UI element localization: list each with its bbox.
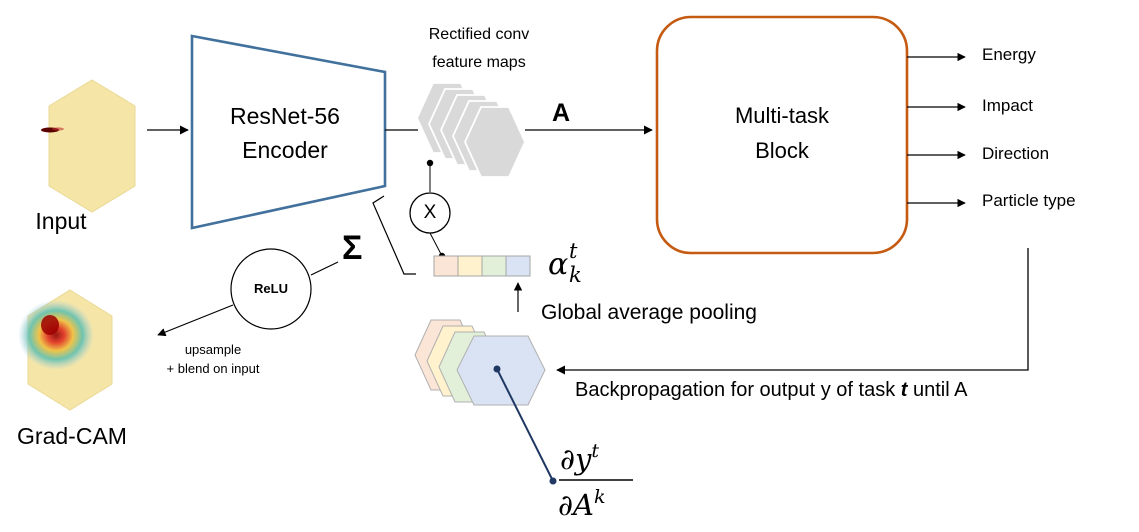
backprop-arrow [556, 248, 1029, 375]
gap-label: Global average pooling [541, 301, 757, 324]
upsample-arrow [157, 304, 234, 337]
alpha-sup: t [569, 239, 578, 263]
output-impact: Impact [982, 96, 1034, 115]
pooled-vector [433, 255, 531, 277]
backprop-prefix: Backpropagation for output y of task [575, 379, 901, 401]
alpha-sub: k [569, 263, 582, 287]
sum-relu-line [310, 261, 339, 276]
gradient-denominator: ∂Ak [558, 488, 605, 520]
feature-dot [426, 159, 434, 167]
feature-map-stack [416, 82, 526, 178]
encoder-block [190, 34, 387, 230]
upsample-label-line2: + blend on input [166, 361, 260, 376]
encoder-title-line2: Encoder [242, 137, 328, 163]
multitask-title-line1: Multi-task [734, 103, 830, 128]
output-direction: Direction [982, 144, 1050, 163]
gradcam-label: Grad-CAM [17, 423, 127, 449]
feature-maps-label-line1: Rectified conv [428, 26, 530, 43]
sum-symbol: Σ [342, 229, 363, 267]
backprop-task: t [900, 379, 908, 401]
input-hexagon [41, 79, 136, 213]
grad-den-base: ∂A [558, 488, 594, 522]
output-particle-type: Particle type [982, 191, 1076, 210]
backprop-suffix: until A [907, 379, 968, 401]
a-label: A [552, 99, 571, 127]
relu-label: ReLU [254, 281, 288, 296]
upsample-label-line1: upsample [184, 342, 242, 357]
grad-num-sup: t [591, 440, 600, 462]
output-energy: Energy [982, 45, 1036, 64]
sum-bracket [372, 195, 416, 275]
gradient-connector [496, 368, 554, 482]
relu-node [230, 248, 312, 330]
feature-maps-label-line2: feature maps [432, 54, 526, 71]
encoder-title-line1: ResNet-56 [230, 103, 340, 129]
multiply-label: X [423, 202, 437, 223]
input-label: Input [35, 208, 87, 234]
alpha-base: α [548, 247, 569, 282]
grad-den-sup: k [593, 486, 606, 508]
gradient-map-stack [414, 319, 546, 406]
gradient-numerator: ∂yt [560, 442, 599, 474]
heatmap-blob [18, 300, 94, 370]
backprop-label: Backpropagation for output y of task t u… [575, 380, 967, 400]
grad-num-base: ∂y [560, 442, 592, 476]
gradcam-hexagon [18, 289, 113, 411]
multitask-title-line2: Block [755, 138, 809, 163]
multitask-block [655, 15, 909, 255]
